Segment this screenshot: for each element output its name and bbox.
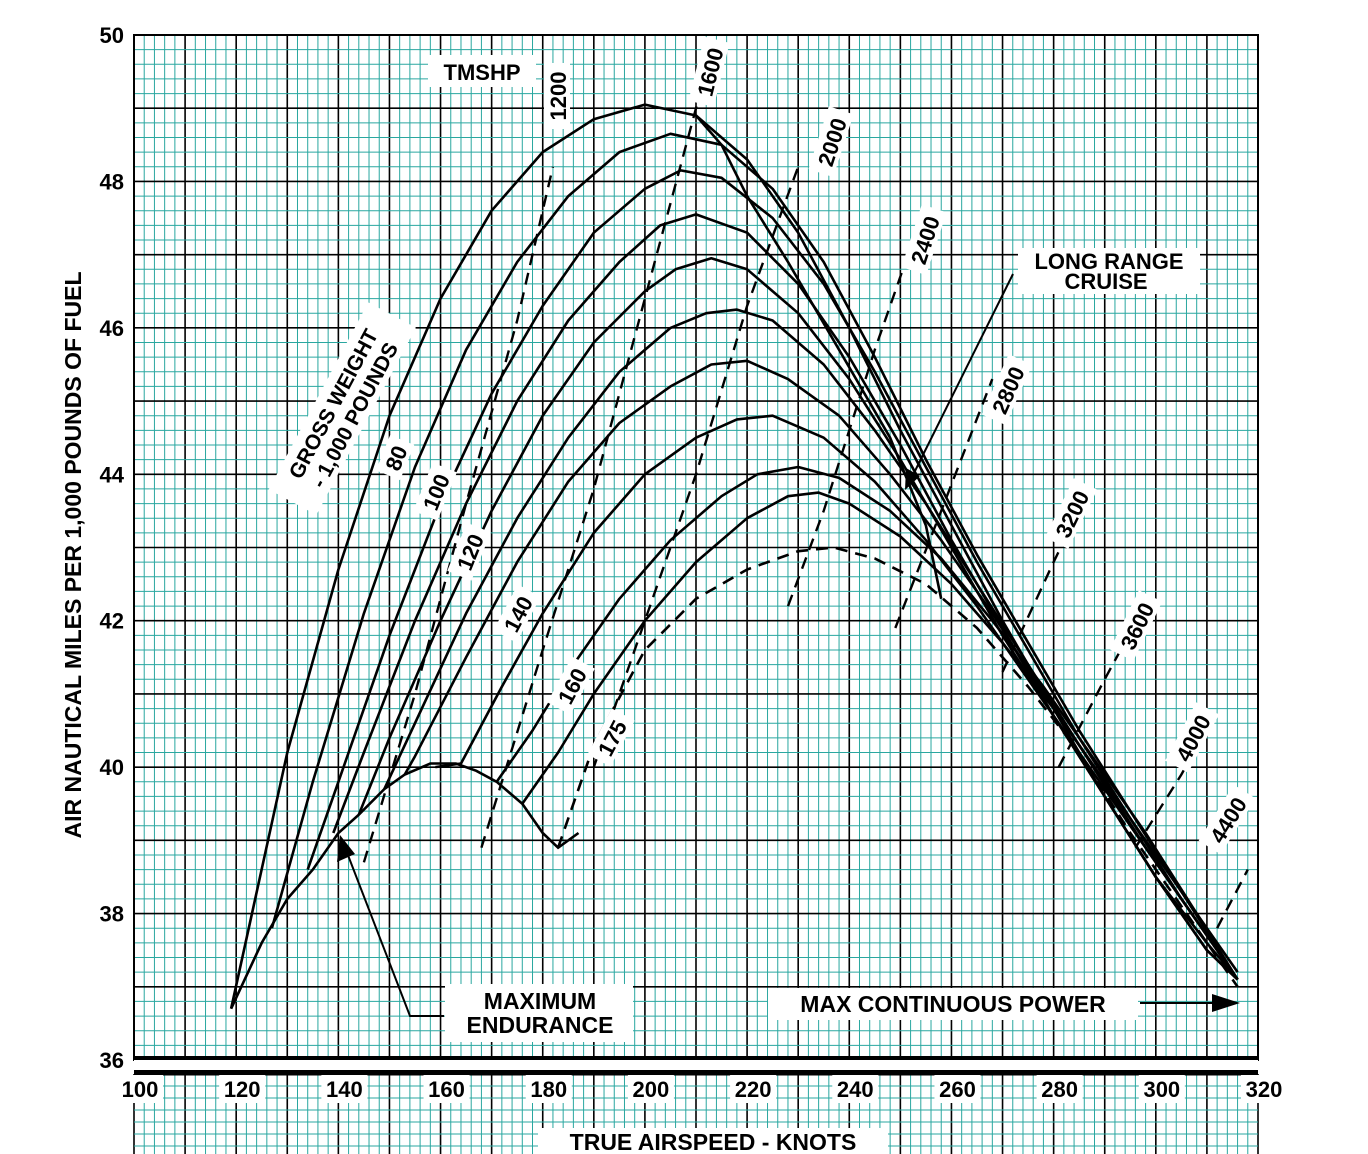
max-continuous-power-callout: MAX CONTINUOUS POWER: [768, 988, 1240, 1020]
y-tick-label: 40: [100, 755, 124, 780]
tmshp-label-1200-text: 1200: [546, 72, 571, 121]
y-tick-label: 38: [100, 902, 124, 927]
y-tick-label: 36: [100, 1048, 124, 1073]
long-range-cruise-label-2: CRUISE: [1064, 269, 1147, 294]
maximum-endurance-arrowhead: [337, 835, 355, 862]
tmshp-line-4000: [1134, 737, 1203, 849]
x-axis-band-lower: [134, 1070, 1258, 1074]
y-axis-title: AIR NAUTICAL MILES PER 1,000 POUNDS OF F…: [60, 222, 90, 890]
y-tick-labels: 36 38 40 42 44 46 48 50: [100, 23, 125, 1073]
x-tick-label: 120: [224, 1077, 261, 1102]
x-tick-label: 140: [326, 1077, 363, 1102]
x-axis-title: TRUE AIRSPEED - KNOTS: [538, 1128, 888, 1154]
x-tick-label: 180: [530, 1077, 567, 1102]
x-axis-band: [134, 1056, 1258, 1061]
x-tick-label: 220: [735, 1077, 772, 1102]
x-tick-label: 100: [122, 1077, 159, 1102]
long-range-cruise-arrow: [911, 273, 1014, 478]
x-tick-box: [730, 1075, 777, 1103]
y-tick-label: 44: [100, 462, 125, 487]
tmshp-line-2400: [786, 232, 917, 607]
weight-label-140-box: [493, 584, 541, 643]
y-axis-label: AIR NAUTICAL MILES PER 1,000 POUNDS OF F…: [60, 272, 86, 839]
x-tick-box: [525, 1075, 572, 1103]
x-tick-box: [423, 1075, 470, 1103]
tmshp-label-4000-box: [1165, 702, 1220, 773]
tmshp-line-2000: [592, 166, 800, 768]
x-tick-box: [934, 1075, 981, 1103]
weight-label-175-box: [587, 708, 635, 767]
max-endurance-curve: [229, 762, 580, 1010]
weight-curve-unlabeled-4: [357, 257, 1239, 981]
tmshp-label-4400-box: [1198, 784, 1256, 855]
y-tick-label: 50: [100, 23, 124, 48]
y-tick-label: 46: [100, 316, 124, 341]
x-tick-label: 260: [939, 1077, 976, 1102]
maximum-endurance-callout: MAXIMUM ENDURANCE: [337, 835, 633, 1042]
tmshp-line-4400: [1216, 869, 1249, 929]
tmshp-label-2400-box: [901, 204, 947, 276]
tmshp-label-2800-box: [981, 354, 1033, 426]
x-tick-labels: 100 120 140 160 180 200 220 240 260 280 300 320: [117, 1075, 1287, 1103]
tmshp-line-2800: [894, 378, 994, 629]
maximum-endurance-arrow: [345, 849, 444, 1017]
tmshp-line-3200: [1001, 488, 1091, 673]
weight-label-100-box: [413, 462, 457, 521]
x-tick-label: 240: [837, 1077, 874, 1102]
y-tick-label: 48: [100, 169, 124, 194]
tmshp-label-3600-box: [1109, 590, 1163, 661]
x-tick-box: [832, 1075, 879, 1103]
x-tick-box: [1241, 1075, 1287, 1103]
x-tick-box: [627, 1075, 674, 1103]
weight-curve-100: [270, 132, 1239, 981]
y-tick-label: 42: [100, 609, 124, 634]
x-tick-box: [1138, 1075, 1185, 1103]
long-range-cruise-line: [695, 114, 943, 600]
weight-label-80: 80: [375, 435, 415, 481]
x-tick-label: 300: [1143, 1077, 1180, 1102]
x-tick-label: 280: [1041, 1077, 1078, 1102]
maximum-endurance-label-2: ENDURANCE: [467, 1012, 614, 1038]
weight-label-120-box: [447, 522, 491, 581]
weight-curve-unlabeled-8: [495, 465, 1239, 981]
tmshp-label-3200-box: [1044, 478, 1098, 549]
weight-label-80-box: [375, 435, 415, 481]
x-tick-label: 160: [428, 1077, 465, 1102]
x-tick-box: [1036, 1075, 1083, 1103]
long-range-cruise-arrowhead: [905, 468, 920, 490]
x-tick-box: [117, 1075, 163, 1103]
max-continuous-power-label: MAX CONTINUOUS POWER: [800, 991, 1106, 1017]
x-tick-label: 200: [633, 1077, 670, 1102]
long-range-cruise-callout: LONG RANGE CRUISE: [905, 248, 1200, 490]
tmshp-label-1200-box: [544, 63, 570, 129]
x-tick-label: 320: [1246, 1077, 1283, 1102]
x-axis-label: TRUE AIRSPEED - KNOTS: [570, 1129, 857, 1154]
weight-curve-unlabeled-9: [521, 491, 1239, 973]
tmshp-title: TMSHP: [444, 60, 521, 85]
weight-label-160-box: [547, 656, 595, 715]
tmshp-label-2000-box: [808, 106, 854, 178]
tmshp-label-1200: 1200: [544, 63, 571, 129]
plot-curves: [229, 71, 1249, 1010]
tmshp-legend: TMSHP: [428, 55, 536, 87]
max-continuous-power-arrowhead: [1212, 994, 1240, 1012]
x-tick-box: [219, 1075, 266, 1103]
weight-curve-175: [556, 546, 1239, 988]
axis-gap: [134, 1060, 1258, 1072]
maximum-endurance-label-1: MAXIMUM: [484, 988, 596, 1014]
tmshp-label-1600-box: [688, 36, 730, 107]
x-tick-box: [321, 1075, 368, 1103]
long-range-cruise-label-1: LONG RANGE: [1034, 249, 1183, 274]
